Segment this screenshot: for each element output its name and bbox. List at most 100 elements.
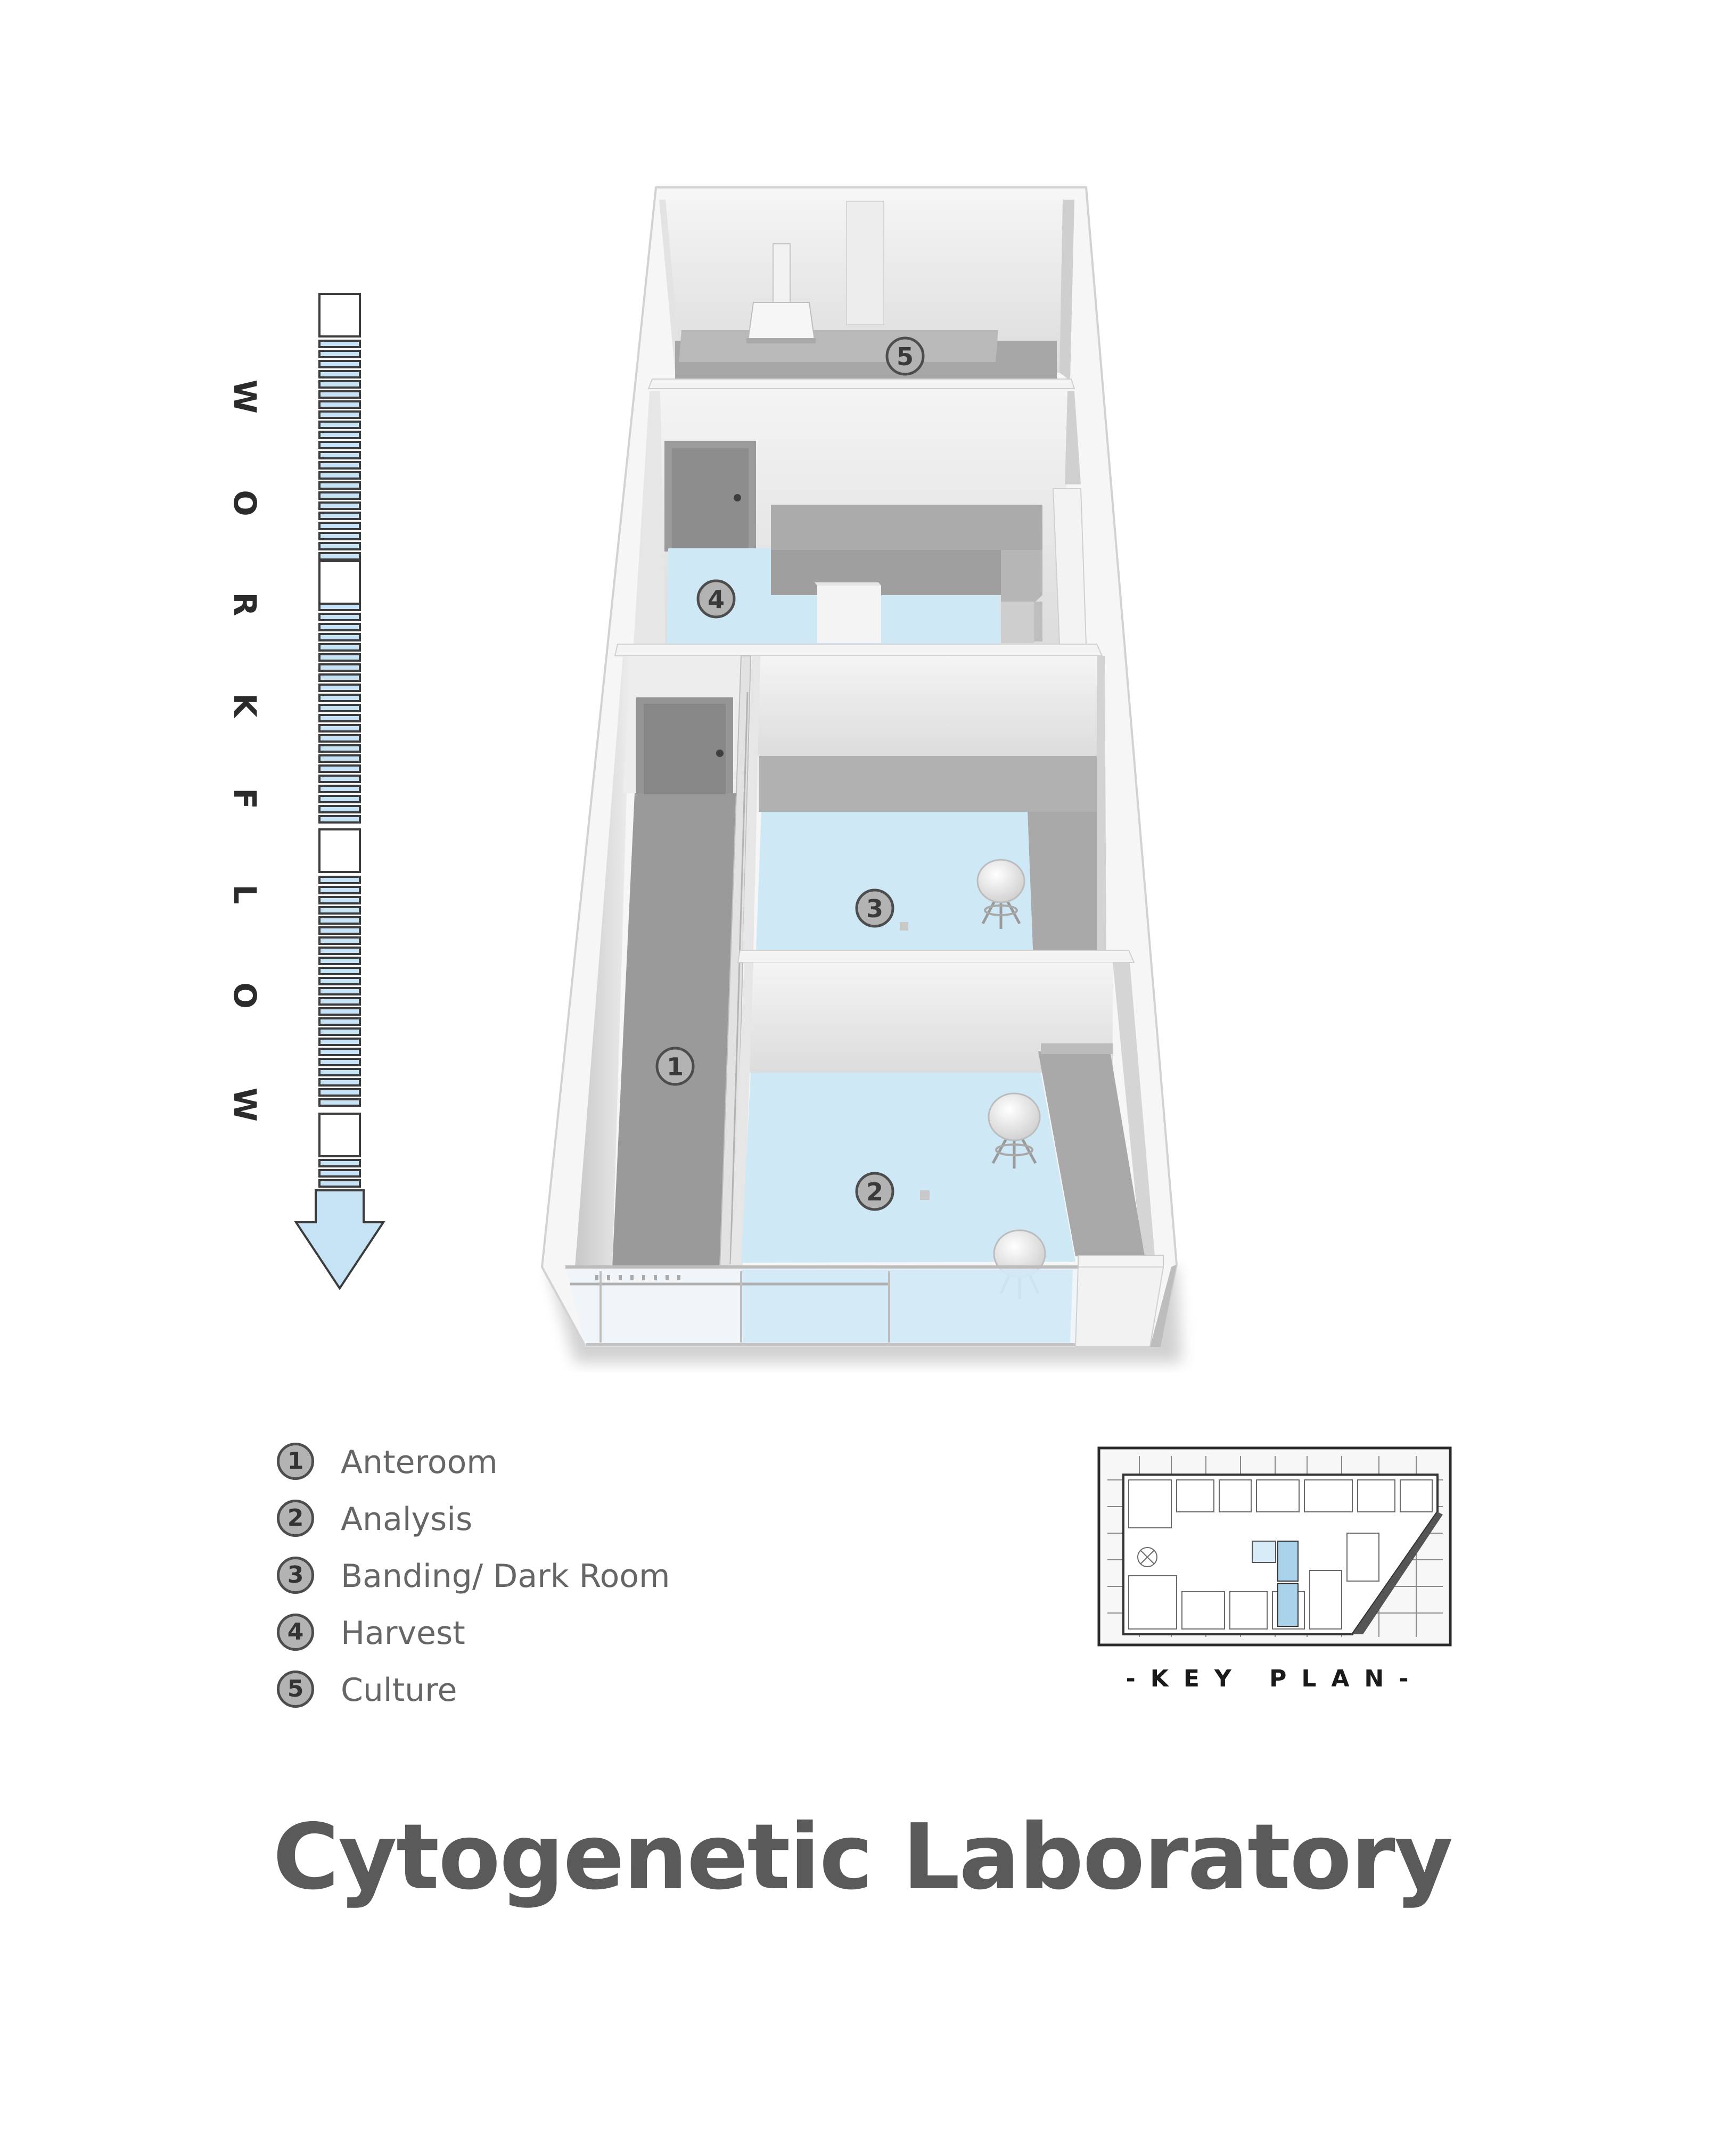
workflow-rung xyxy=(318,977,361,985)
workflow-block xyxy=(318,828,361,873)
workflow-rung xyxy=(318,491,361,500)
workflow-rung xyxy=(318,340,361,348)
workflow-rung xyxy=(318,441,361,449)
workflow-rung xyxy=(318,906,361,915)
workflow-rung xyxy=(318,400,361,409)
workflow-rung xyxy=(318,1027,361,1036)
svg-text:3: 3 xyxy=(866,894,883,923)
stool-icon xyxy=(988,1092,1041,1168)
workflow-block xyxy=(318,293,361,338)
legend-item: 1 Anteroom xyxy=(277,1443,916,1500)
workflow-rung xyxy=(318,896,361,904)
workflow-rung xyxy=(318,775,361,783)
workflow-rung xyxy=(318,684,361,692)
workflow-rung xyxy=(318,512,361,520)
workflow-rung xyxy=(318,886,361,894)
workflow-rung xyxy=(318,370,361,378)
workflow-rung xyxy=(318,967,361,975)
legend-item: 3 Banding/ Dark Room xyxy=(277,1557,916,1614)
workflow-rung xyxy=(318,451,361,459)
legend-label: Analysis xyxy=(341,1501,473,1538)
legend-badge: 1 xyxy=(277,1443,314,1480)
workflow-rung xyxy=(318,532,361,540)
workflow-rung xyxy=(318,876,361,884)
workflow-arrow xyxy=(294,293,385,1290)
workflow-rung xyxy=(318,643,361,652)
workflow-rung xyxy=(318,764,361,773)
stool-icon xyxy=(976,859,1025,929)
page-title: Cytogenetic Laboratory xyxy=(273,1805,1453,1910)
workflow-rung xyxy=(318,501,361,510)
workflow-ladder xyxy=(318,293,361,1188)
workflow-rung xyxy=(318,1048,361,1056)
legend-label: Banding/ Dark Room xyxy=(341,1558,670,1595)
legend-item: 2 Analysis xyxy=(277,1500,916,1557)
room-badge-2: 2 xyxy=(855,1172,894,1211)
workflow-rung xyxy=(318,522,361,530)
svg-text:2: 2 xyxy=(866,1178,883,1206)
key-plan xyxy=(1097,1446,1452,1647)
workflow-rung xyxy=(318,390,361,399)
workflow-rung xyxy=(318,1078,361,1087)
workflow-rung xyxy=(318,410,361,419)
workflow-rung xyxy=(318,1179,361,1188)
workflow-rung xyxy=(318,421,361,429)
room-badge-4: 4 xyxy=(696,579,736,619)
workflow-rung xyxy=(318,1038,361,1046)
workflow-rung xyxy=(318,694,361,702)
workflow-rung xyxy=(318,724,361,733)
workflow-rung xyxy=(318,350,361,358)
room-badge-5: 5 xyxy=(885,336,925,376)
legend-label: Harvest xyxy=(341,1615,465,1652)
workflow-rung xyxy=(318,957,361,965)
svg-text:1: 1 xyxy=(667,1052,684,1081)
workflow-rung xyxy=(318,542,361,550)
workflow-rung xyxy=(318,461,361,470)
legend-badge: 4 xyxy=(277,1614,314,1651)
room-banding xyxy=(743,656,1106,950)
workflow-rung xyxy=(318,613,361,621)
workflow-rung xyxy=(318,815,361,824)
workflow-rung xyxy=(318,1169,361,1178)
legend-label: Culture xyxy=(341,1672,457,1709)
workflow-arrowhead xyxy=(294,1189,385,1290)
room-badge-1: 1 xyxy=(655,1047,695,1086)
workflow-rung xyxy=(318,1068,361,1076)
legend-badge: 3 xyxy=(277,1557,314,1594)
workflow-rung xyxy=(318,805,361,813)
workflow-rung xyxy=(318,916,361,925)
workflow-rung xyxy=(318,1007,361,1016)
workflow-rung xyxy=(318,1017,361,1026)
legend-item: 4 Harvest xyxy=(277,1614,916,1671)
workflow-rung xyxy=(318,623,361,631)
key-plan-caption: -KEY PLAN- xyxy=(1126,1665,1424,1692)
workflow-rung xyxy=(318,1088,361,1097)
workflow-block xyxy=(318,1113,361,1157)
workflow-rung xyxy=(318,754,361,763)
workflow-rung xyxy=(318,947,361,955)
legend-badge: 5 xyxy=(277,1671,314,1708)
workflow-rung xyxy=(318,1159,361,1167)
workflow-rung xyxy=(318,714,361,722)
workflow-rung xyxy=(318,633,361,641)
workflow-rung xyxy=(318,471,361,480)
workflow-rung xyxy=(318,552,361,561)
workflow-rung xyxy=(318,785,361,793)
legend-badge: 2 xyxy=(277,1500,314,1537)
legend-item: 5 Culture xyxy=(277,1671,916,1727)
room-anteroom xyxy=(575,655,752,1268)
workflow-rung xyxy=(318,704,361,712)
svg-text:5: 5 xyxy=(897,342,914,371)
workflow-rung xyxy=(318,663,361,672)
workflow-rung xyxy=(318,360,361,368)
workflow-rung xyxy=(318,380,361,389)
workflow-rung xyxy=(318,926,361,935)
workflow-rung xyxy=(318,1058,361,1066)
legend-label: Anteroom xyxy=(341,1444,498,1481)
room-harvest xyxy=(634,391,1087,645)
workflow-rung xyxy=(318,673,361,682)
workflow-rung xyxy=(318,431,361,439)
workflow-rung xyxy=(318,936,361,945)
workflow-rung xyxy=(318,987,361,995)
